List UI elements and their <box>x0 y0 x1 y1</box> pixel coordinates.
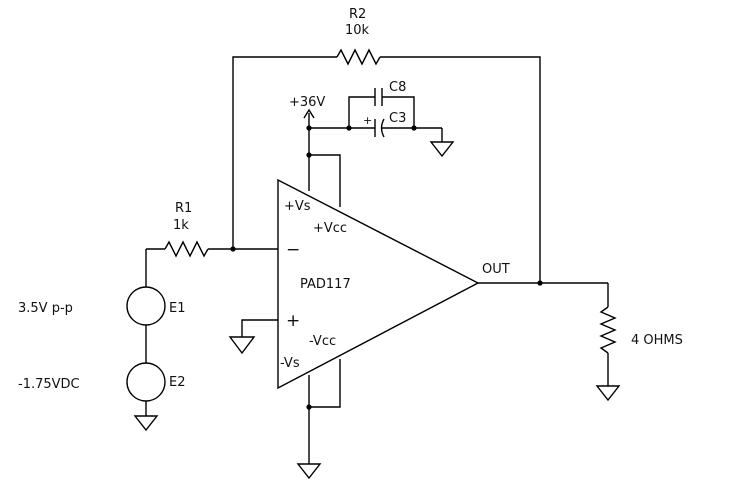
label-e1-val: 3.5V p-p <box>18 301 73 316</box>
wire-c8-right <box>382 96 415 128</box>
label-out: OUT <box>482 262 510 277</box>
ground-e2-icon <box>133 415 159 432</box>
junction-cap-right <box>411 125 417 131</box>
label-noninverting: + <box>286 311 300 331</box>
label-vcc-neg: -Vcc <box>309 334 336 349</box>
source-e1 <box>126 286 166 326</box>
wire-vcc-neg <box>309 359 341 408</box>
label-e1-ref: E1 <box>169 301 186 316</box>
label-c3: C3 <box>389 111 406 126</box>
label-supply: +36V <box>289 95 325 110</box>
junction-vs-vcc-pos <box>306 152 312 158</box>
label-part: PAD117 <box>300 277 351 292</box>
label-r1-val: 1k <box>173 218 189 233</box>
junction-output <box>537 280 543 286</box>
junction-vs-vcc-neg <box>306 404 312 410</box>
label-c3-polarity: + <box>363 114 372 127</box>
resistor-load <box>599 306 617 354</box>
label-e2-ref: E2 <box>169 375 186 390</box>
label-vs-neg: -Vs <box>280 356 300 371</box>
label-r2-ref: R2 <box>349 7 366 22</box>
resistor-r1 <box>164 240 209 258</box>
wire-vcc-pos <box>309 154 341 207</box>
wire-c8-left <box>348 96 375 128</box>
feedback-wire-right <box>380 56 541 283</box>
ground-cap-icon <box>429 141 455 158</box>
resistor-r2 <box>336 48 381 66</box>
wire-noninverting-gnd <box>241 319 278 337</box>
label-vcc-pos: +Vcc <box>313 221 347 236</box>
ground-noninv-icon <box>228 336 256 355</box>
ground-neg-icon <box>296 463 322 480</box>
junction-inverting <box>230 246 236 252</box>
source-e2 <box>126 362 166 402</box>
opamp-triangle <box>277 178 480 390</box>
label-e2-val: -1.75VDC <box>18 377 80 392</box>
label-r2-val: 10k <box>345 23 370 38</box>
label-r1-ref: R1 <box>175 201 192 216</box>
ground-load-icon <box>595 385 621 402</box>
supply-arrow-icon <box>303 108 315 119</box>
label-c8: C8 <box>389 80 406 95</box>
cap-c3-plate-b <box>380 118 385 138</box>
junction-supply <box>306 125 312 131</box>
label-inverting: − <box>286 240 300 260</box>
feedback-wire-left <box>232 56 337 249</box>
label-vs-pos: +Vs <box>284 199 311 214</box>
label-load: 4 OHMS <box>631 333 683 348</box>
